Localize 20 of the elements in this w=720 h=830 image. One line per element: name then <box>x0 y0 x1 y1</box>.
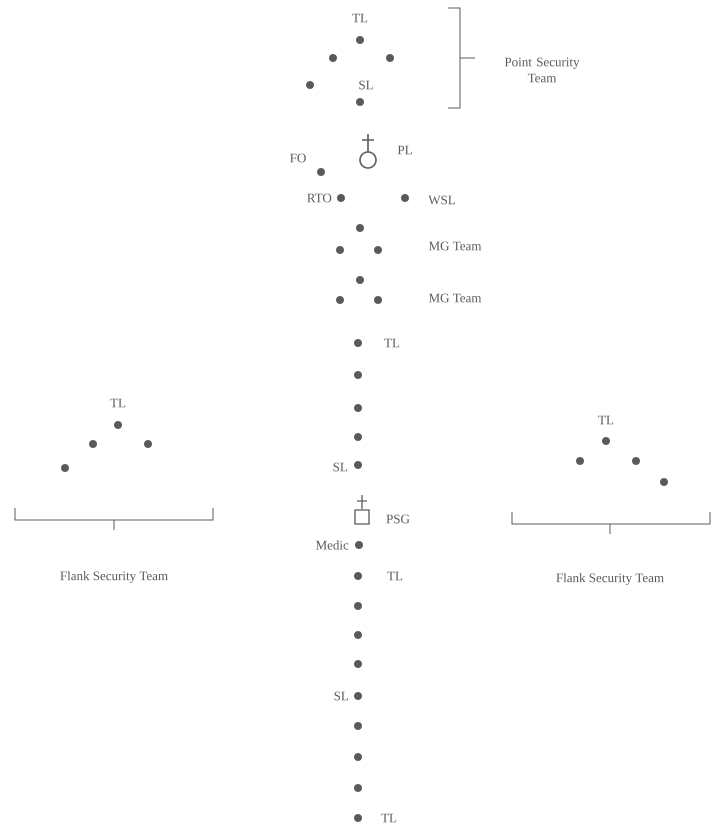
team-label: Flank Security Team <box>60 571 168 583</box>
team-label: TL <box>598 416 614 424</box>
team-label: MG Team <box>428 294 482 302</box>
team-label: MG Team <box>428 242 482 250</box>
team-label: TL <box>110 398 126 408</box>
team-label: TL <box>384 338 400 348</box>
team-label: Flank Security Team <box>556 573 664 585</box>
team-label: Point Security Team <box>504 58 580 82</box>
team-label: TL <box>387 572 402 580</box>
team-label: TL <box>381 814 396 822</box>
team-label: Medic <box>316 540 348 550</box>
team-label: SL <box>334 462 348 472</box>
team-label: RTO <box>307 194 332 202</box>
team-label: WSL <box>428 196 455 204</box>
team-label: PSG <box>386 514 410 524</box>
team-label: SL <box>359 80 373 90</box>
team-label: PL <box>398 146 412 154</box>
team-label: FO <box>290 154 306 162</box>
team-label: SL <box>334 692 348 700</box>
team-label: TL <box>352 14 368 22</box>
